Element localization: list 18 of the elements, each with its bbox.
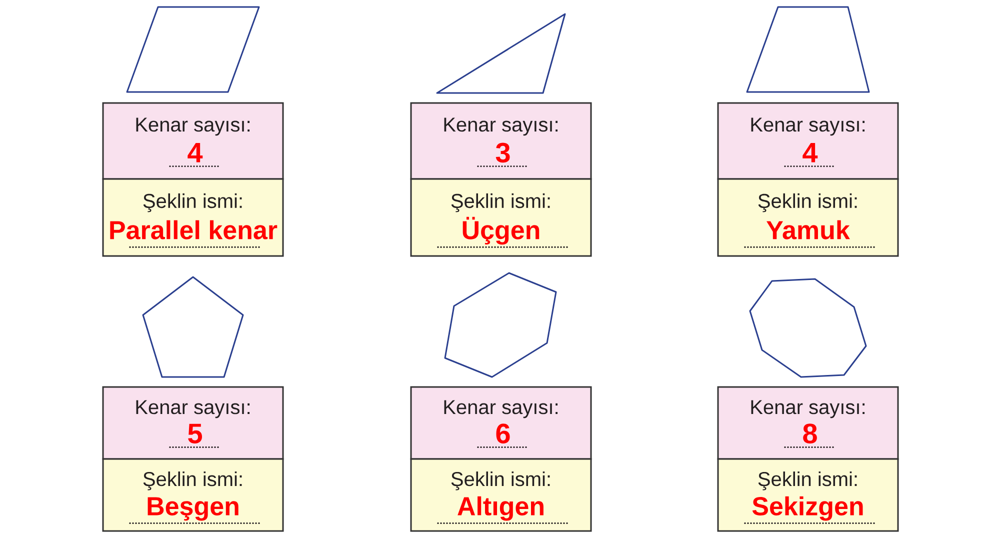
hexagon — [444, 272, 557, 378]
answer-text: Üçgen — [462, 216, 540, 245]
answer-text: 8 — [803, 424, 817, 444]
triangle — [436, 13, 566, 94]
answer-text: Beşgen — [148, 497, 238, 521]
parallelogram — [126, 6, 260, 93]
pentagon — [142, 276, 244, 378]
answer-text: 4 — [188, 143, 203, 162]
answer-text: Yamuk — [766, 220, 850, 240]
answer-text: 5 — [188, 424, 202, 444]
answer-text: Altıgen — [458, 496, 544, 521]
answer-text: Sekizgen — [752, 496, 863, 521]
answer-text: 3 — [496, 142, 510, 163]
answer-text: 4 — [802, 143, 818, 162]
octagon — [749, 278, 867, 378]
trapezoid — [746, 6, 870, 93]
answer-text: Parallel kenar — [110, 220, 278, 240]
answer-text: 6 — [496, 424, 510, 444]
